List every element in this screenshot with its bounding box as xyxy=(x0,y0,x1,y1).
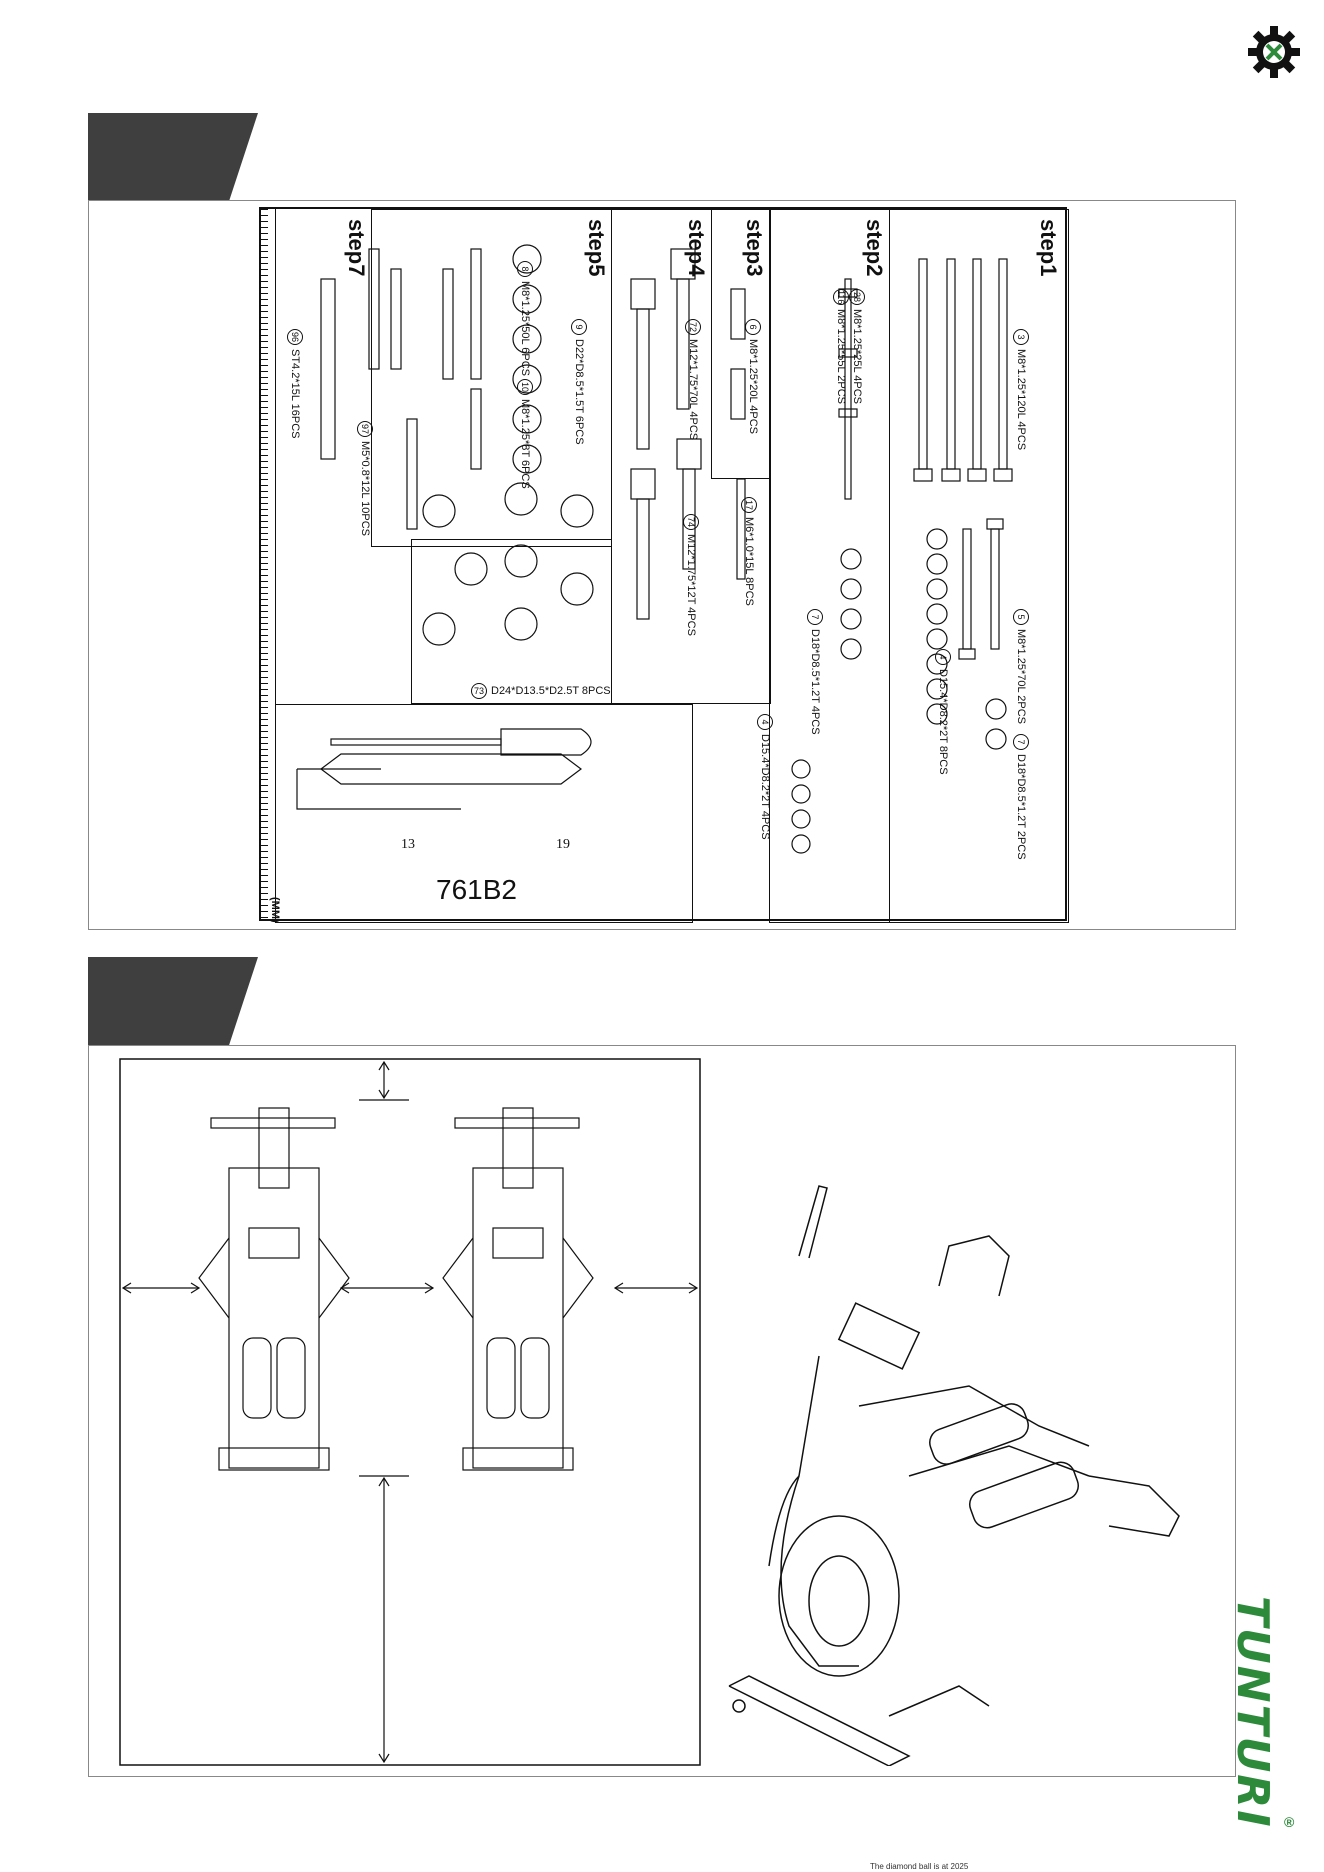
tool-gear-logo-icon xyxy=(1248,26,1300,78)
tools-box xyxy=(275,704,693,923)
washer-73-box xyxy=(411,539,612,704)
footer-text: The diamond ball is at 2025 xyxy=(870,1862,969,1871)
section-tab-space xyxy=(88,957,258,1045)
model-number: 761B2 xyxy=(436,874,517,905)
registered-mark: ® xyxy=(1284,1814,1295,1830)
step2-box xyxy=(769,209,890,923)
wrench-size-19: 19 xyxy=(556,837,570,852)
space-diagram xyxy=(119,1058,701,1766)
elliptical-trainer-illustration xyxy=(728,1185,1180,1766)
section-tab-hardware xyxy=(88,113,258,201)
wrench-size-13: 13 xyxy=(401,837,415,852)
hardware-sheet: (MM) step1 step2 step3 step4 step5 step7… xyxy=(259,207,1069,923)
space-panel xyxy=(88,1045,1236,1777)
hardware-panel: (MM) step1 step2 step3 step4 step5 step7… xyxy=(88,200,1236,930)
step5-box xyxy=(371,209,612,547)
hardware-drawings xyxy=(296,244,1013,854)
tunturi-logo: TUNTURI xyxy=(1227,1596,1278,1829)
mm-ruler xyxy=(261,209,276,919)
